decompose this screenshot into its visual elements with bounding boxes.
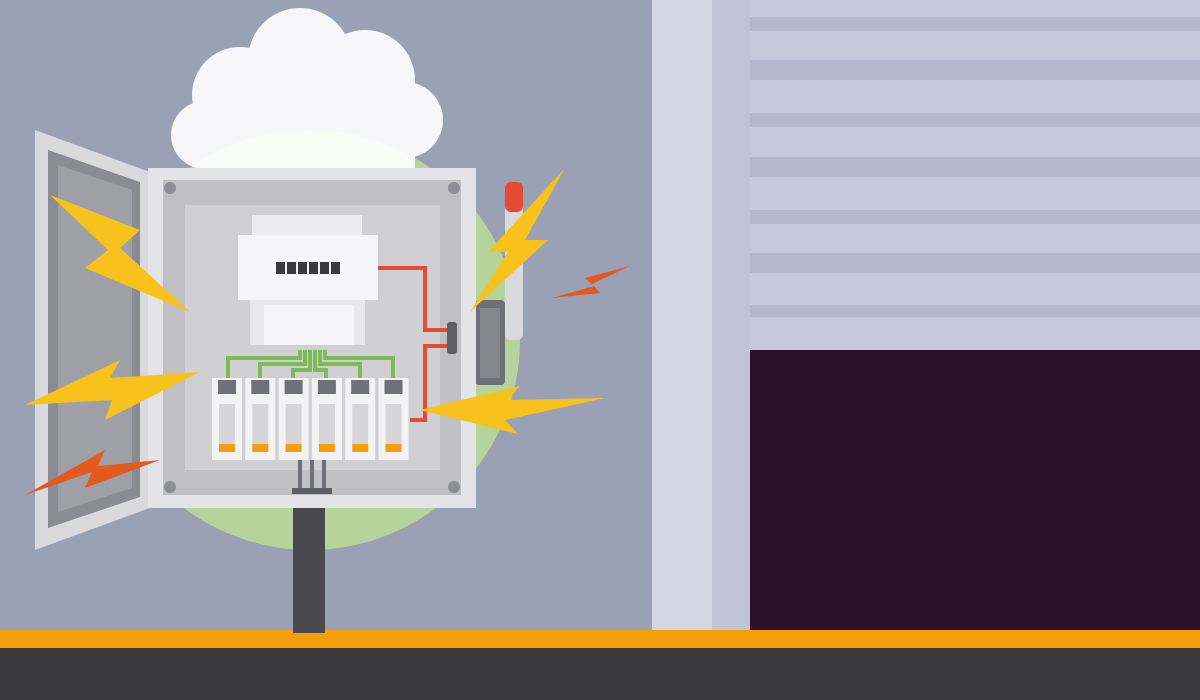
breaker-slot [385, 404, 402, 444]
bus-wires [226, 350, 395, 378]
cloud [171, 8, 443, 175]
live-wires [378, 266, 450, 422]
breaker-terminal [251, 380, 270, 394]
panel-door [35, 130, 150, 550]
breaker-slot [219, 404, 235, 444]
spark-mid-left [25, 360, 200, 420]
spark-lower-right [420, 386, 605, 434]
breaker-toggle [219, 444, 235, 452]
breaker-terminal [218, 380, 236, 394]
spark-lower-left [25, 450, 160, 495]
breaker-toggle [352, 444, 369, 452]
meter-digit-display [276, 262, 340, 274]
floor-accent-stripe [0, 630, 1200, 648]
building-corner-trim [652, 0, 712, 640]
breaker-terminal [284, 380, 303, 394]
building-column [712, 0, 750, 640]
spark-upper-left [50, 195, 190, 312]
breaker-terminal [384, 380, 403, 394]
support-post [293, 505, 325, 633]
breaker-toggle [285, 444, 302, 452]
spark-far-right [552, 266, 630, 298]
breaker-slot [352, 404, 369, 444]
circuit-breakers [212, 378, 409, 460]
building [652, 0, 1200, 640]
garage-doorway [750, 350, 1200, 640]
corner-screws [164, 182, 460, 493]
breaker-toggle [385, 444, 402, 452]
bottom-cable [298, 460, 326, 490]
cable-gland [292, 488, 332, 494]
ground [0, 648, 1200, 700]
wire-grommet [447, 322, 457, 354]
electrical-box [148, 168, 476, 508]
breaker-terminal [351, 380, 370, 394]
breaker-slot [318, 404, 335, 444]
breaker-slot [252, 404, 269, 444]
building-siding [750, 17, 1200, 317]
breaker-toggle [252, 444, 269, 452]
breaker-terminal [317, 380, 336, 394]
spark-upper-right [470, 168, 565, 312]
breaker-toggle [318, 444, 335, 452]
electric-sparks [25, 168, 630, 495]
breaker-slot [285, 404, 302, 444]
electricity-meter [238, 215, 378, 345]
